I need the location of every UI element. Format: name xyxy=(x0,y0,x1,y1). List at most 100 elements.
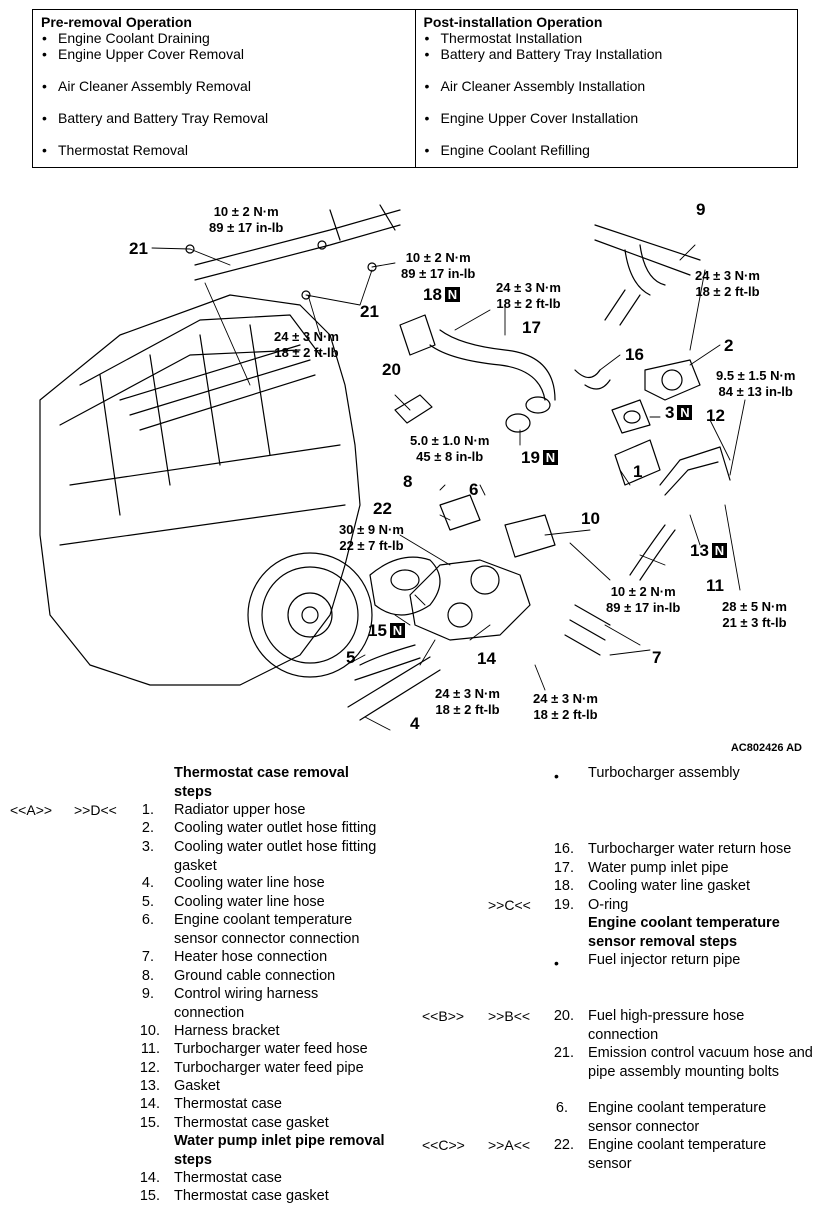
part-label-9: 9 xyxy=(696,200,706,219)
torque-imperial: 18 ± 2 ft-lb xyxy=(274,345,339,360)
step-text: Cooling water outlet hose fitting gasket xyxy=(174,839,377,874)
part-number: 18 xyxy=(423,285,442,304)
step-number: 11. xyxy=(140,1041,160,1057)
part-label-5: 5 xyxy=(346,648,356,667)
service-ref: >>D<< xyxy=(74,802,117,818)
torque-metric: 24 ± 3 N·m xyxy=(274,329,339,344)
step-number: 12. xyxy=(139,1060,160,1076)
step-text: Engine coolant temperature sensor xyxy=(588,1137,767,1172)
step-text: Fuel high-pressure hose connection xyxy=(588,1008,745,1043)
step-number: 4. xyxy=(141,875,154,891)
step-text: Turbocharger water feed hose xyxy=(174,1041,368,1057)
section-header-thermostat: Thermostat case removal steps xyxy=(174,765,349,800)
post-installation-item: Engine Coolant Refilling xyxy=(424,142,790,158)
engine-illustration xyxy=(39,204,746,731)
post-installation-item: Thermostat Installation xyxy=(424,30,790,46)
service-ref: <<C>> xyxy=(422,1137,465,1153)
torque-imperial: 45 ± 8 in-lb xyxy=(416,449,484,464)
step-text: Gasket xyxy=(174,1078,220,1094)
step-number: 22. xyxy=(553,1137,574,1153)
pre-removal-item: Battery and Battery Tray Removal xyxy=(41,110,407,126)
pre-removal-column: Pre-removal Operation Engine Coolant Dra… xyxy=(33,10,415,167)
part-label-17: 17 xyxy=(522,318,541,337)
step-text: Harness bracket xyxy=(174,1023,280,1039)
step-text: Cooling water line gasket xyxy=(588,878,751,894)
pre-removal-item: Thermostat Removal xyxy=(41,142,407,158)
prerequisite-step: Turbocharger assembly xyxy=(588,765,740,781)
step-number: 16. xyxy=(553,841,574,857)
part-label-14: 14 xyxy=(477,649,496,668)
section-header-ect-sensor: Engine coolant temperature sensor remova… xyxy=(588,915,780,950)
part-number: 3 xyxy=(665,403,675,422)
figure-code: AC802426 AD xyxy=(730,742,802,754)
step-number: 6. xyxy=(555,1100,568,1116)
post-installation-item: Air Cleaner Assembly Installation xyxy=(424,78,790,94)
part-label-10: 10 xyxy=(581,509,600,528)
torque-metric: 24 ± 3 N·m xyxy=(533,691,598,706)
torque-metric: 24 ± 3 N·m xyxy=(496,280,561,295)
torque-imperial: 84 ± 13 in-lb xyxy=(718,384,793,399)
step-text: Turbocharger water feed pipe xyxy=(174,1060,364,1076)
torque-imperial: 18 ± 2 ft-lb xyxy=(496,296,561,311)
n-mark-icon: N xyxy=(542,450,558,465)
service-ref: <<A>> xyxy=(10,802,53,818)
step-text: Cooling water outlet hose fitting xyxy=(174,820,377,836)
torque-metric: 5.0 ± 1.0 N·m xyxy=(410,433,490,448)
bullet-icon: • xyxy=(554,768,559,784)
step-number: 14. xyxy=(139,1170,160,1186)
step-number: 5. xyxy=(141,894,154,910)
torque-imperial: 18 ± 2 ft-lb xyxy=(533,707,598,722)
torque-metric: 10 ± 2 N·m xyxy=(405,250,471,265)
step-number: 10. xyxy=(139,1023,160,1039)
step-text: Thermostat case gasket xyxy=(174,1188,329,1204)
torque-imperial: 18 ± 2 ft-lb xyxy=(695,284,760,299)
post-installation-column: Post-installation Operation Thermostat I… xyxy=(414,10,798,167)
torque-imperial: 18 ± 2 ft-lb xyxy=(435,702,500,717)
part-label-2: 2 xyxy=(724,336,734,355)
post-installation-item: Battery and Battery Tray Installation xyxy=(424,46,790,62)
step-text: Cooling water line hose xyxy=(174,894,325,910)
step-text: Thermostat case gasket xyxy=(174,1115,329,1131)
step-number: 20. xyxy=(553,1008,574,1024)
step-text: Radiator upper hose xyxy=(174,802,306,818)
step-text: Turbocharger water return hose xyxy=(588,841,792,857)
operations-table: Pre-removal Operation Engine Coolant Dra… xyxy=(32,9,798,168)
step-number: 3. xyxy=(141,839,154,855)
torque-metric: 24 ± 3 N·m xyxy=(695,268,760,283)
step-text: Thermostat case xyxy=(174,1096,282,1112)
step-number: 15. xyxy=(139,1115,160,1131)
step-number: 17. xyxy=(553,860,574,876)
torque-imperial: 22 ± 7 ft-lb xyxy=(339,538,404,553)
service-ref: <<B>> xyxy=(422,1008,465,1024)
part-number: 15 xyxy=(368,621,387,640)
torque-metric: 24 ± 3 N·m xyxy=(435,686,500,701)
torque-metric: 10 ± 2 N·m xyxy=(213,204,279,219)
step-text: Engine coolant temperature sensor connec… xyxy=(588,1100,767,1135)
n-mark-icon: N xyxy=(389,623,405,638)
step-number: 1. xyxy=(141,802,154,818)
part-label-16: 16 xyxy=(625,345,644,364)
step-number: 18. xyxy=(553,878,574,894)
torque-imperial: 89 ± 17 in-lb xyxy=(606,600,681,615)
service-ref: >>A<< xyxy=(488,1137,531,1153)
step-number: 2. xyxy=(141,820,154,836)
step-text: Control wiring harness connection xyxy=(174,986,319,1021)
part-number: 19 xyxy=(521,448,540,467)
step-number: 19. xyxy=(553,897,574,913)
torque-metric: 28 ± 5 N·m xyxy=(722,599,787,614)
step-number: 21. xyxy=(553,1045,574,1061)
part-number: 13 xyxy=(690,541,709,560)
step-number: 9. xyxy=(141,986,154,1002)
